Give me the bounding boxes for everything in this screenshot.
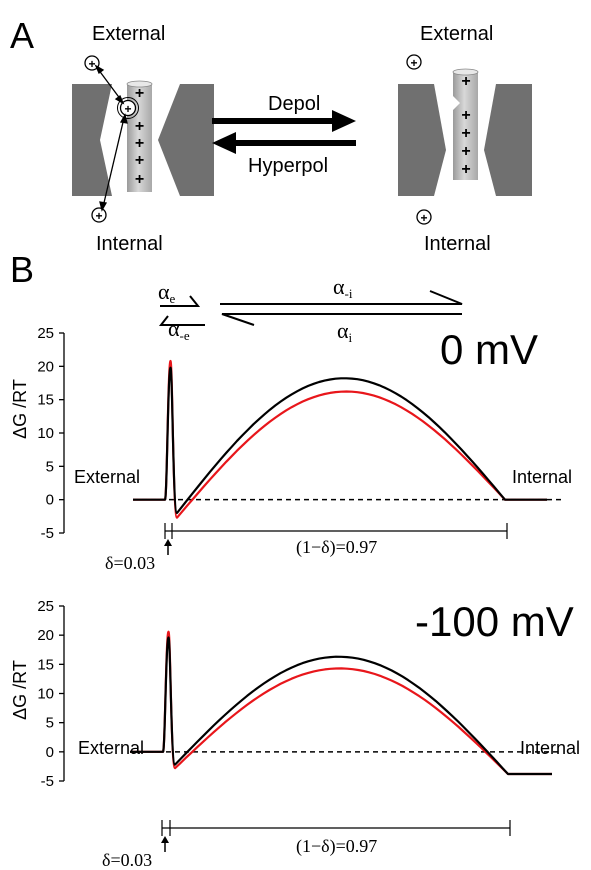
rate-alpha-e: αe (158, 279, 176, 306)
half-arrow-forward-large (220, 290, 463, 305)
hyperpol-arrowhead (212, 132, 236, 154)
y-tick-label: 25 (37, 598, 54, 615)
y-tick-label: 15 (37, 656, 54, 673)
chart-title-voltage: -100 mV (415, 598, 574, 645)
depol-arrowhead (332, 110, 356, 132)
hyperpol-label: Hyperpol (248, 155, 328, 177)
half-arrow-back-small (158, 315, 205, 326)
y-axis-label: ΔG /RT (10, 660, 30, 720)
one-minus-delta-label: (1−δ)=0.97 (296, 836, 377, 857)
right-channel-wall-left (398, 84, 446, 196)
ion-charge: + (95, 209, 102, 223)
left-side-label: External (78, 738, 144, 758)
rod-top (452, 68, 479, 76)
y-tick-label: 25 (37, 325, 54, 342)
left-external-label: External (92, 23, 165, 45)
delta-label: δ=0.03 (102, 850, 152, 870)
energy-profile-chart-minus100mV: -100 mV ΔG /RT 25 20 15 10 5 0 -5 External Int… (10, 598, 580, 870)
rate-alpha-minus-i: α-i (333, 274, 353, 301)
ion-external (84, 55, 100, 71)
kinetic-scheme: αe α-e α-i αi (158, 274, 463, 345)
right-side-label: Internal (520, 738, 580, 758)
rod-charge: + (135, 152, 144, 169)
rod-charge: + (461, 143, 470, 160)
rod-charge: + (135, 118, 144, 135)
y-tick-label: -5 (41, 525, 54, 542)
rod-charge: + (135, 135, 144, 152)
ion-internal (416, 209, 432, 225)
rod-charge: + (461, 107, 470, 124)
y-tick-label: 5 (46, 715, 54, 732)
left-side-label: External (74, 467, 140, 487)
one-minus-delta-label: (1−δ)=0.97 (296, 537, 377, 558)
ion-charge: + (124, 102, 131, 116)
rod-charge: + (461, 161, 470, 178)
right-internal-label: Internal (424, 233, 491, 255)
half-arrow-forward-small (160, 295, 201, 307)
y-tick-label: 0 (46, 744, 54, 761)
delta-pointer-arrowhead (164, 539, 172, 546)
y-tick-label: -5 (41, 773, 54, 790)
energy-profile-chart-0mV: 0 mV ΔG /RT 25 20 15 10 5 0 -5 External Intern… (10, 325, 572, 573)
rod-charge: + (135, 85, 144, 102)
energy-curve-black (130, 636, 552, 776)
voltage-sensor-rod-activated (453, 72, 478, 180)
y-tick-label: 10 (37, 425, 54, 442)
ion-exchange-arrow-internal (102, 117, 125, 208)
ion-charge: + (420, 211, 427, 225)
right-channel-wall-right (484, 84, 532, 196)
ion-charge: + (88, 57, 95, 71)
transition-arrows: Depol Hyperpol (212, 93, 356, 177)
panel-a-letter: A (10, 15, 34, 56)
ion-bound (119, 99, 137, 117)
half-arrow-back-large (221, 313, 462, 326)
ion-charge: + (410, 56, 417, 70)
y-tick-label: 20 (37, 358, 54, 375)
y-axis-label: ΔG /RT (10, 379, 30, 439)
ion-internal (91, 207, 107, 223)
left-channel: External Internal + + + + + + + + (72, 23, 214, 255)
chart-title-voltage: 0 mV (440, 326, 538, 373)
y-tick-label: 5 (46, 458, 54, 475)
left-channel-wall-left (72, 84, 112, 196)
right-channel: External Internal + + + + + + + (398, 23, 532, 255)
depol-label: Depol (268, 93, 320, 115)
arrowhead (94, 64, 105, 75)
ion-external (406, 54, 422, 70)
rod-charge: + (461, 73, 470, 90)
energy-curve-red (130, 630, 552, 776)
panel-b-letter: B (10, 249, 34, 290)
rate-alpha-i: αi (337, 318, 353, 345)
energy-curve-red (133, 359, 548, 519)
y-tick-label: 15 (37, 392, 54, 409)
delta-label: δ=0.03 (105, 553, 155, 573)
rod-charge: + (135, 171, 144, 188)
rod-charge: + (461, 125, 470, 142)
right-side-label: Internal (512, 467, 572, 487)
left-channel-wall-right (158, 84, 214, 196)
y-tick-label: 0 (46, 492, 54, 509)
y-tick-label: 20 (37, 627, 54, 644)
arrowhead (99, 201, 108, 212)
rate-alpha-minus-e: α-e (168, 316, 190, 343)
rod-top (126, 80, 153, 88)
energy-curve-black (133, 366, 548, 515)
right-external-label: External (420, 23, 493, 45)
ion-binding-site (117, 97, 139, 119)
arrowhead (119, 113, 128, 124)
left-internal-label: Internal (96, 233, 163, 255)
arrowhead (114, 94, 125, 105)
y-tick-label: 10 (37, 686, 54, 703)
ion-exchange-arrow-external (97, 68, 122, 101)
delta-pointer-arrowhead (161, 836, 169, 843)
